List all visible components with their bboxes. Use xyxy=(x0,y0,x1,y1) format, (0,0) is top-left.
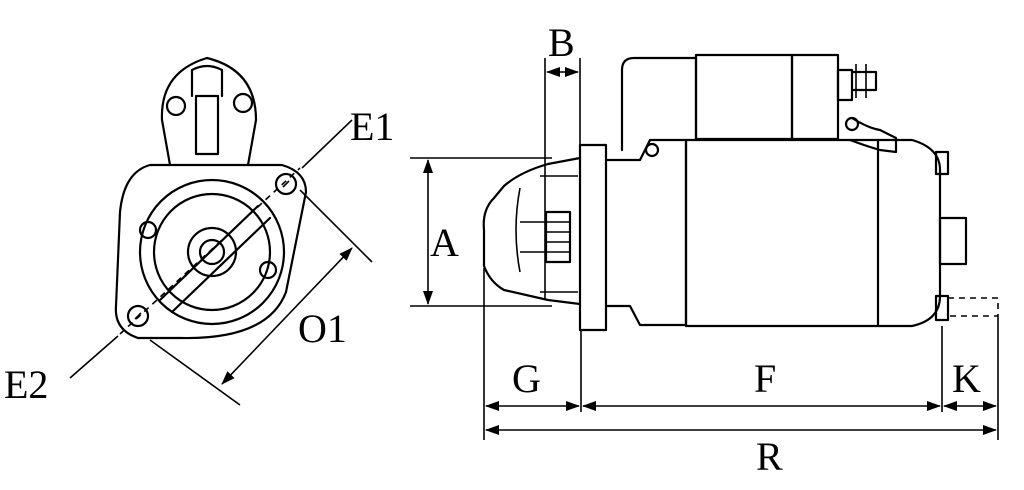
solenoid-body xyxy=(694,53,794,141)
commutator-boss xyxy=(938,216,968,266)
nose-inner-contour xyxy=(515,187,521,273)
shaft-outer xyxy=(186,226,238,278)
label-g: G xyxy=(512,356,541,401)
solenoid-housing xyxy=(620,56,698,152)
label-o1: O1 xyxy=(298,306,347,351)
terminal-stub-dashed xyxy=(947,297,999,317)
pinion-shaft xyxy=(520,221,546,253)
motor-end-cap xyxy=(876,138,942,328)
end-bolt-top xyxy=(934,150,950,176)
solenoid-terminal xyxy=(836,68,854,102)
nose-inner-lines xyxy=(540,175,578,293)
strap-bolt xyxy=(844,116,860,132)
bolt-mark-e2 xyxy=(134,312,142,320)
flange-inner-ring xyxy=(138,178,286,326)
label-e2: E2 xyxy=(4,362,48,407)
shaft-inner xyxy=(198,238,226,266)
label-f: F xyxy=(754,356,776,401)
terminal-nut xyxy=(850,70,878,92)
pinion-gear xyxy=(544,210,572,264)
o1-extension-bottom xyxy=(149,339,241,406)
pinion-teeth xyxy=(546,221,570,253)
flange-hole-1 xyxy=(138,220,158,240)
solenoid-cap xyxy=(790,53,840,141)
o1-extension-top xyxy=(299,189,373,263)
bolt-centerline xyxy=(119,167,301,335)
bolt-mark-e1 xyxy=(282,180,290,188)
label-k: K xyxy=(952,356,981,401)
side-view xyxy=(482,53,999,332)
label-e1: E1 xyxy=(350,104,394,149)
top-lug-slot xyxy=(194,94,220,156)
bolt-hole-e1 xyxy=(274,172,298,196)
mounting-flange xyxy=(114,163,308,340)
label-b: B xyxy=(548,20,575,65)
label-r: R xyxy=(756,434,783,479)
label-a: A xyxy=(430,220,459,265)
bolt-hole-e2 xyxy=(126,304,150,328)
dimensions xyxy=(410,58,999,440)
top-lug-cap xyxy=(190,64,224,98)
e1-leader xyxy=(301,119,353,169)
terminal-thread xyxy=(855,64,867,98)
motor-neck xyxy=(604,138,688,327)
top-lug-hole-left xyxy=(165,95,187,117)
top-lug-outline xyxy=(160,56,258,167)
diagonal-band-lower xyxy=(170,216,272,314)
motor-body xyxy=(684,138,880,328)
nose-housing xyxy=(482,156,582,306)
side-flange xyxy=(578,143,608,332)
wire-strap xyxy=(848,116,898,154)
e2-leader xyxy=(69,335,119,379)
o1-dimension-line xyxy=(221,247,353,385)
top-lug-hole-right xyxy=(232,92,254,114)
front-view xyxy=(69,56,373,406)
